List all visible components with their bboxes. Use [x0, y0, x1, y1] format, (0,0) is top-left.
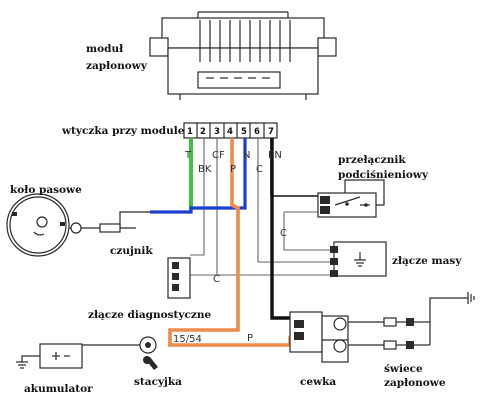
vacuum-switch — [317, 179, 385, 218]
diagnostic-connector-label: złącze diagnostyczne — [88, 309, 211, 321]
pin-3: 3 — [214, 127, 220, 137]
coil-label: cewka — [300, 376, 336, 388]
battery — [16, 343, 140, 369]
module-label: moduł — [86, 43, 124, 55]
wire-letter-p: P — [230, 164, 236, 175]
spark-plugs-label-2: zapłonowe — [384, 377, 446, 389]
sensor-label: czujnik — [110, 245, 153, 257]
pin-5: 5 — [241, 127, 247, 137]
pulley-label: koło pasowe — [10, 184, 82, 196]
wire-blue — [150, 138, 247, 214]
vacuum-switch-label: przełącznik — [338, 154, 406, 166]
pin-7: 7 — [268, 127, 274, 137]
ignition-switch — [139, 336, 158, 370]
pin-1: 1 — [187, 127, 193, 137]
wire-letter-en: EN — [268, 150, 282, 161]
wire-letter-cf: CF — [212, 150, 225, 161]
wire-letter-n: N — [243, 150, 250, 161]
wire-letter-c-diag: C — [213, 274, 220, 285]
ground-connector — [330, 241, 387, 277]
module-label-2: zapłonowy — [86, 60, 148, 72]
wire-letter-p-coil: P — [247, 333, 253, 344]
wire-letter-t: T — [184, 150, 192, 161]
spark-plugs — [348, 292, 475, 350]
ignition-coil — [289, 311, 349, 363]
spark-plugs-label: świece — [384, 363, 423, 375]
ground-connector-label: złącze masy — [392, 255, 462, 267]
wire-letter-bk: BK — [198, 164, 212, 175]
ignition-module — [149, 11, 337, 100]
ignition-wire-label: 15/54 — [173, 334, 202, 345]
pin-2: 2 — [200, 127, 206, 137]
wire-black — [270, 138, 320, 197]
pin-6: 6 — [254, 127, 260, 137]
battery-label: akumulator — [24, 383, 93, 395]
connector-label: wtyczka przy module — [61, 125, 185, 137]
wires — [82, 138, 330, 347]
pin-4: 4 — [227, 127, 233, 137]
pulley-wheel — [6, 193, 82, 257]
ignition-switch-label: stacyjka — [134, 376, 182, 388]
diagnostic-connector — [167, 257, 191, 299]
wire-orange — [168, 138, 240, 345]
vacuum-switch-label-2: podciśnieniowy — [338, 169, 429, 181]
wire-letter-c-mid: C — [280, 228, 287, 239]
wire-letter-c: C — [256, 164, 263, 175]
module-connector — [183, 122, 278, 139]
